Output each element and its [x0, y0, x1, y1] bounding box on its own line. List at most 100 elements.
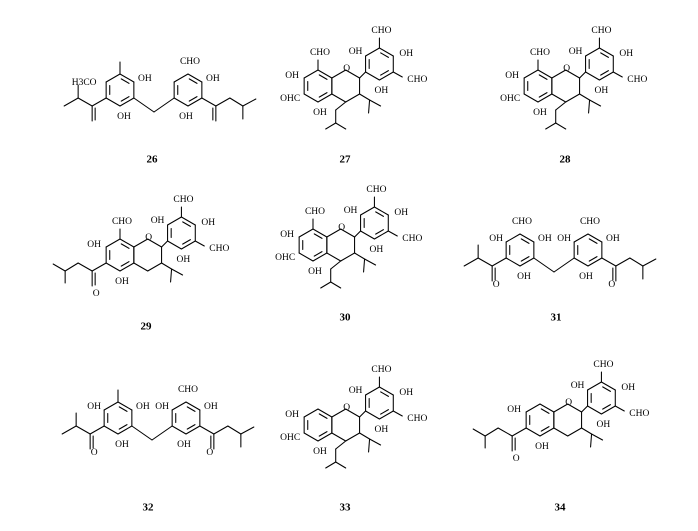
atom-label: CHO [209, 244, 229, 254]
atom-label: OH [206, 74, 220, 84]
atom-label: CHO [178, 385, 198, 395]
atom-label: CHO [407, 75, 427, 85]
compound-number: 28 [560, 154, 572, 166]
atom-label: OH [595, 86, 609, 96]
atom-label: O [206, 448, 213, 458]
atom-label: OH [579, 272, 593, 282]
compound-30: CHO OH OHC OH CHO OH OH CHO OH O [275, 185, 422, 289]
atom-label: H3CO [72, 78, 97, 88]
atom-label: OH [201, 218, 215, 228]
atom-label: OH [557, 234, 571, 244]
atom-label: OH [399, 49, 413, 59]
atom-label: CHO [305, 207, 325, 217]
atom-label: OH [399, 388, 413, 398]
compound-number: 26 [147, 154, 159, 166]
atom-label: OHC [500, 94, 520, 104]
atom-label: O [145, 233, 152, 243]
atom-label: OH [489, 234, 503, 244]
atom-label: OH [138, 74, 152, 84]
atom-label: O [563, 64, 570, 74]
atom-label: CHO [629, 409, 649, 419]
atom-label: O [513, 454, 520, 464]
atom-label: OH [538, 234, 552, 244]
compound-34: OH OH CHO OH OH CHO OH O O [472, 360, 649, 464]
compound-number: 32 [143, 502, 155, 514]
atom-label: CHO [402, 234, 422, 244]
atom-label: CHO [173, 195, 193, 205]
compound-number: 33 [340, 502, 352, 514]
atom-label: OH [204, 402, 218, 412]
atom-label: OH [505, 71, 519, 81]
compound-32: OH OH OH CHO OH OH OH O O [61, 385, 255, 458]
atom-label: CHO [371, 26, 391, 36]
atom-label: OH [597, 420, 611, 430]
atom-label: O [493, 280, 500, 290]
atom-label: OH [535, 442, 549, 452]
atom-label: CHO [512, 217, 532, 227]
atom-label: CHO [112, 217, 132, 227]
atom-label: OH [619, 49, 633, 59]
atom-label: OH [507, 405, 521, 415]
compound-number: 30 [340, 312, 352, 324]
compound-29: CHO OH OH CHO OH OH CHO OH O O [52, 195, 229, 299]
atom-label: OHC [275, 253, 295, 263]
atom-label: O [338, 223, 345, 233]
compound-number: 31 [551, 312, 562, 324]
atom-label: OH [569, 47, 583, 57]
atom-label: CHO [580, 217, 600, 227]
atom-label: O [565, 398, 572, 408]
atom-label: CHO [627, 75, 647, 85]
atom-label: OH [87, 402, 101, 412]
compound-number: 34 [555, 502, 567, 514]
atom-label: CHO [530, 48, 550, 58]
atom-label: OH [349, 386, 363, 396]
atom-label: OH [177, 255, 191, 265]
atom-label: OH [285, 71, 299, 81]
atom-label: O [608, 280, 615, 290]
atom-label: OH [87, 240, 101, 250]
atom-label: OH [313, 447, 327, 457]
atom-label: OH [344, 206, 358, 216]
atom-label: OHC [280, 94, 300, 104]
atom-label: OH [285, 410, 299, 420]
atom-label: OH [151, 216, 165, 226]
atom-label: OH [136, 402, 150, 412]
atom-label: CHO [310, 48, 330, 58]
atom-label: OH [375, 86, 389, 96]
compound-number: 27 [340, 154, 352, 166]
atom-label: OH [308, 267, 322, 277]
atom-label: OH [179, 112, 193, 122]
atom-label: CHO [180, 57, 200, 67]
atom-label: OH [177, 440, 191, 450]
atom-label: O [343, 403, 350, 413]
atom-label: CHO [371, 365, 391, 375]
atom-label: OH [155, 402, 169, 412]
atom-label: CHO [593, 360, 613, 370]
atom-label: OH [280, 230, 294, 240]
atom-label: OH [533, 108, 547, 118]
atom-label: O [343, 64, 350, 74]
atom-label: OH [313, 108, 327, 118]
atom-label: CHO [366, 185, 386, 195]
atom-label: OH [621, 383, 635, 393]
compound-33: OH OHC OH CHO OH OH CHO OH O [280, 365, 427, 469]
atom-label: O [93, 289, 100, 299]
compound-28: CHO OH OHC OH CHO OH OH CHO OH O [500, 26, 647, 130]
atom-label: CHO [407, 414, 427, 424]
atom-label: OH [115, 440, 129, 450]
compound-26: H3CO OH CHO OH OH OH [63, 57, 257, 122]
compound-number: 29 [141, 321, 153, 333]
atom-label: OH [375, 425, 389, 435]
atom-label: OHC [280, 433, 300, 443]
atom-label: OH [117, 112, 131, 122]
atom-label: OH [606, 234, 620, 244]
atom-label: CHO [591, 26, 611, 36]
atom-label: OH [370, 245, 384, 255]
atom-label: OH [571, 381, 585, 391]
atom-label: OH [115, 277, 129, 287]
atom-label: O [91, 448, 98, 458]
atom-label: OH [394, 208, 408, 218]
